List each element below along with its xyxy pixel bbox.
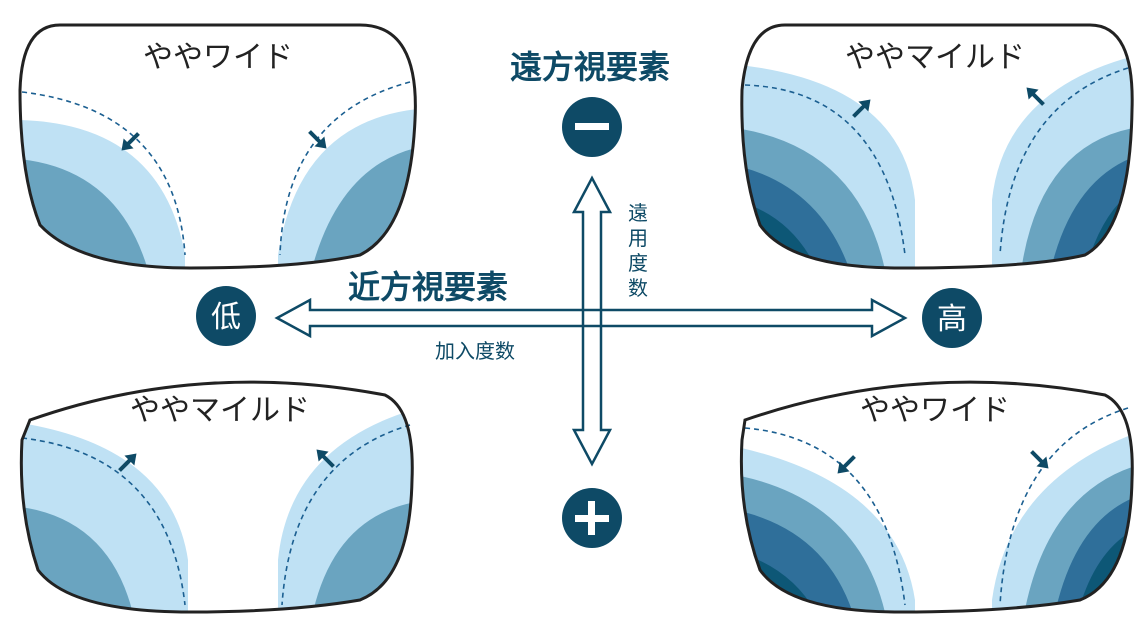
arrow-icon [121, 132, 140, 151]
svg-text:度: 度 [628, 251, 648, 275]
lens-outline [19, 380, 414, 614]
lens-bottom-left: ややマイルド [19, 380, 414, 614]
arrow-icon [852, 99, 871, 118]
lens-top-right: ややマイルド [740, 23, 1134, 270]
arrow-icon [837, 455, 856, 474]
lens-outline [740, 23, 1134, 270]
vertical-axis-label: 遠 用 度 数 [628, 201, 648, 300]
arrow-icon [118, 453, 137, 472]
lens-title: ややマイルド [130, 393, 310, 428]
lens-outline [739, 380, 1134, 614]
near-vision-heading: 近方視要素 [348, 268, 508, 306]
zone-boundary-dashed [21, 437, 186, 606]
plus-badge: + [562, 488, 622, 548]
lens-title: ややワイド [860, 393, 1010, 428]
zone-boundary-dashed [744, 84, 906, 256]
low-badge: 低 [196, 286, 256, 346]
lens-title: ややマイルド [845, 40, 1025, 75]
vertical-axis-arrow [571, 175, 613, 467]
zone-boundary-dashed [21, 91, 186, 256]
high-badge-text: 高 [937, 302, 967, 337]
high-badge: 高 [922, 288, 982, 348]
minus-badge: − [562, 97, 622, 157]
zone-boundary-dashed [281, 424, 411, 606]
svg-text:数: 数 [628, 276, 648, 300]
zone-boundary-dashed [999, 407, 1129, 606]
arrow-icon [316, 449, 335, 468]
arrow-icon [1026, 87, 1045, 106]
lens-outline [18, 23, 417, 270]
arrow-icon [308, 130, 327, 149]
lens-bottom-right: ややワイド [739, 380, 1134, 614]
distance-vision-heading: 遠方視要素 [510, 48, 670, 86]
low-badge-text: 低 [211, 300, 241, 335]
horizontal-axis-label: 加入度数 [435, 339, 515, 363]
svg-text:用: 用 [628, 226, 648, 250]
svg-text:遠: 遠 [628, 201, 648, 225]
lens-top-left: ややワイド [18, 23, 417, 270]
arrow-icon [1030, 450, 1049, 469]
zone-boundary-dashed [999, 67, 1129, 256]
minus-icon [575, 123, 609, 130]
lens-title: ややワイド [143, 40, 293, 75]
zone-boundary-dashed [279, 81, 411, 256]
